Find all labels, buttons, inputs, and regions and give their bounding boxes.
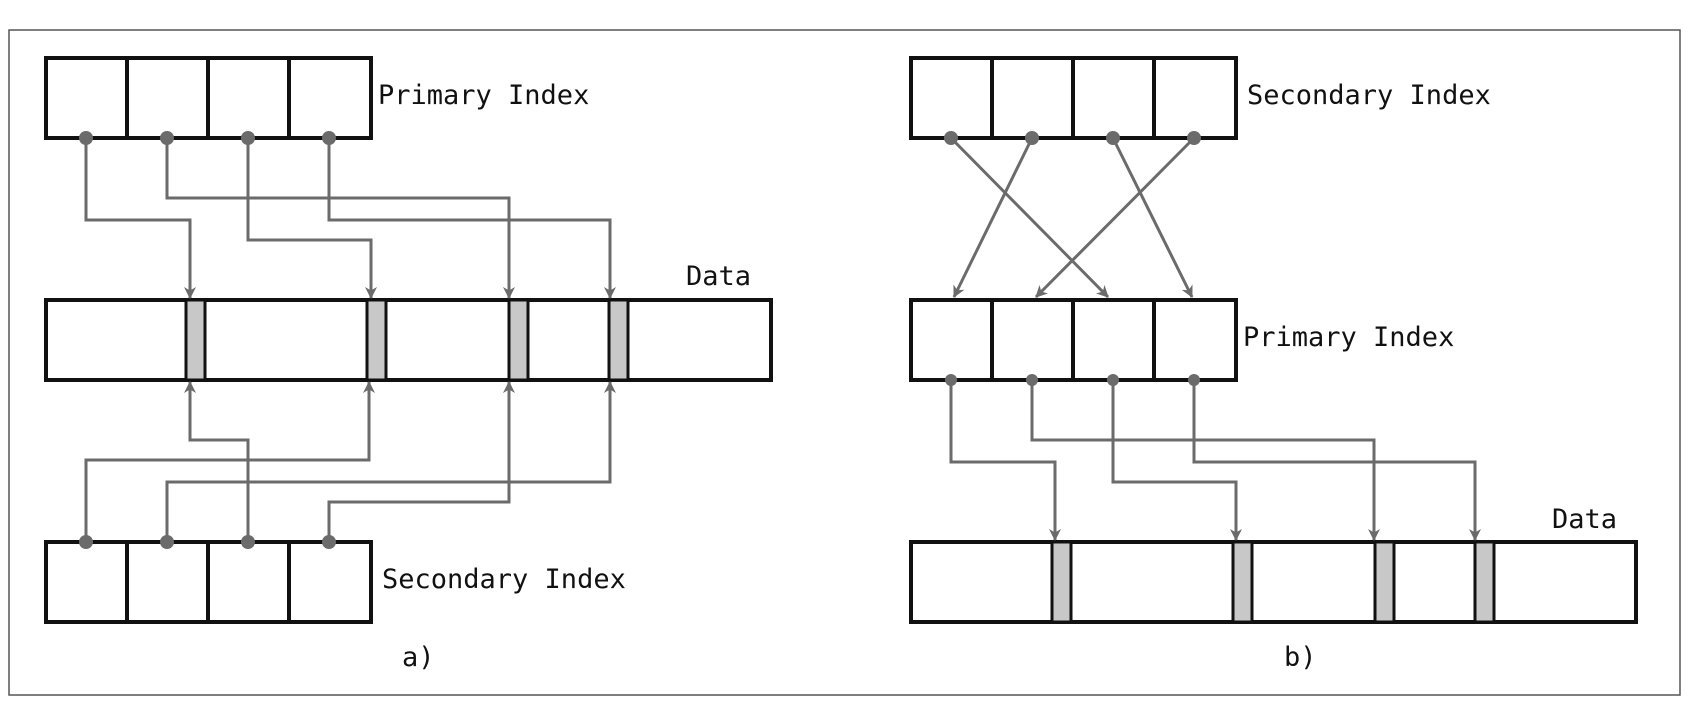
- panel-b-secondary-pointers: [949, 136, 1196, 299]
- panel-a: Primary Index Data Secondary Index: [44, 56, 773, 673]
- panel-a-data-label: Data: [686, 261, 751, 292]
- panel-b: Secondary Index Primary Index: [909, 56, 1638, 673]
- panel-a-primary-index: Primary Index: [44, 56, 589, 140]
- panel-a-caption: a): [402, 642, 435, 673]
- panel-a-secondary-pointers: [84, 381, 616, 542]
- outer-border: [8, 29, 1681, 696]
- panel-b-primary-pointers: [949, 380, 1481, 541]
- data-record: [1231, 540, 1254, 624]
- panel-a-primary-pointer-origins: [79, 131, 336, 145]
- panel-b-data-label: Data: [1552, 504, 1617, 535]
- data-record: [1473, 540, 1496, 624]
- data-record: [365, 298, 388, 382]
- panel-b-secondary-index: Secondary Index: [909, 56, 1491, 140]
- data-record: [607, 298, 630, 382]
- panel-b-primary-index-label: Primary Index: [1243, 322, 1454, 353]
- data-record: [1373, 540, 1396, 624]
- panel-b-data-row: Data: [909, 504, 1638, 624]
- panel-a-secondary-index: Secondary Index: [44, 540, 626, 624]
- panel-b-secondary-index-label: Secondary Index: [1247, 80, 1491, 111]
- panel-b-primary-index: Primary Index: [909, 298, 1454, 382]
- data-record: [184, 298, 207, 382]
- data-record: [1050, 540, 1073, 624]
- panel-a-primary-pointers: [84, 138, 616, 299]
- data-record: [507, 298, 530, 382]
- panel-a-data-row: Data: [44, 261, 773, 382]
- panel-b-secondary-pointer-origins: [944, 131, 1201, 145]
- panel-a-primary-index-label: Primary Index: [378, 80, 589, 111]
- panel-b-primary-pointer-origins: [945, 374, 1200, 386]
- panel-a-secondary-pointer-origins: [79, 535, 336, 549]
- panel-a-secondary-index-label: Secondary Index: [382, 564, 626, 595]
- panel-b-caption: b): [1284, 642, 1317, 673]
